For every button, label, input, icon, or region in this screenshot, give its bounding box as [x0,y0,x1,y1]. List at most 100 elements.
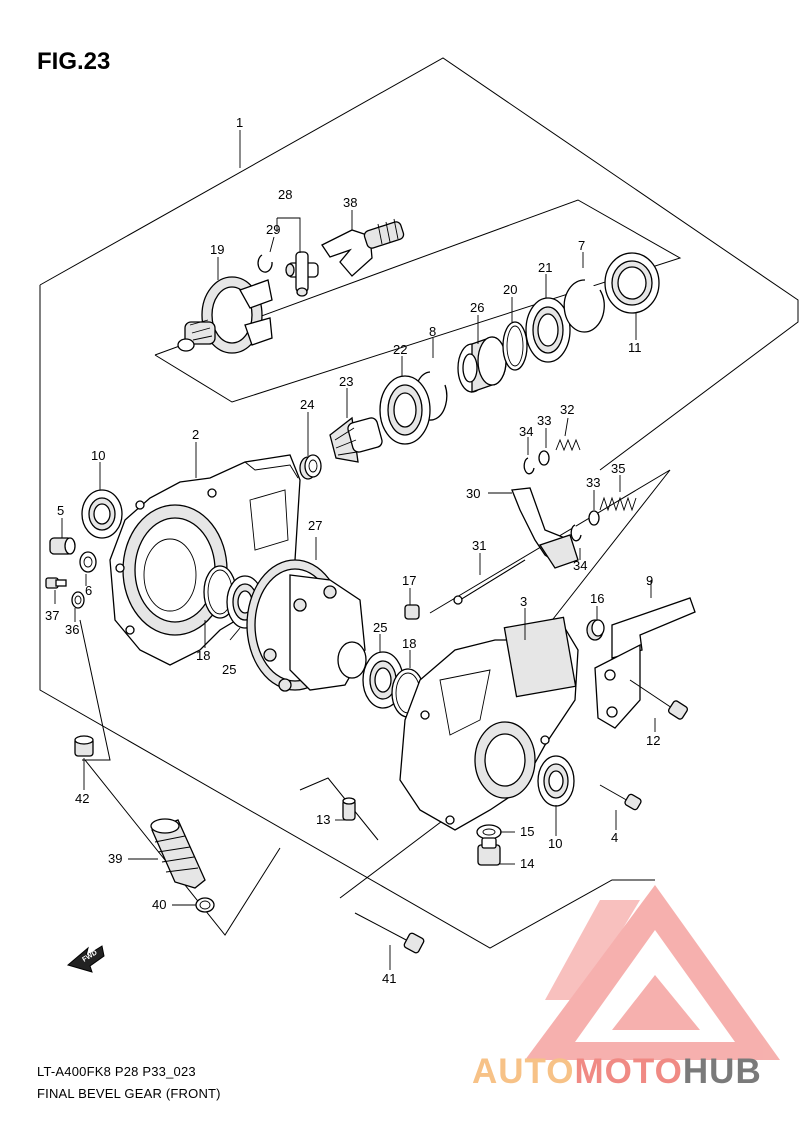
callout-8: 8 [429,324,436,339]
callout-5: 5 [57,503,64,518]
callout-15: 15 [520,824,534,839]
part-21-bearing [525,297,571,363]
part-38-yoke-shaft [321,218,405,277]
boot-lines [84,759,281,936]
callout-29: 29 [266,222,280,237]
callout-25-right: 25 [373,620,387,635]
part-40-clamp [195,897,215,913]
part-10-oil-seal-left [81,489,123,539]
part-4-bolt [599,784,642,811]
callout-9: 9 [646,573,653,588]
callout-23: 23 [339,374,353,389]
callout-18-right: 18 [402,636,416,651]
watermark-logo-icon [525,885,780,1060]
part-33-washer-b [588,510,600,526]
callout-2: 2 [192,427,199,442]
callout-35: 35 [611,461,625,476]
part-26-needle-bearing [457,336,507,393]
assembly-outline-left [39,285,655,949]
callout-33-a: 33 [537,413,551,428]
figure-name: FINAL BEVEL GEAR (FRONT) [37,1086,221,1101]
callout-22: 22 [393,342,407,357]
part-20-ring [502,321,528,371]
part-9-bracket [594,597,696,729]
callout-26: 26 [470,300,484,315]
part-11-oil-seal [604,252,660,314]
part-37-bolt [45,577,67,589]
part-16-plug [586,619,605,641]
callout-numbers: 1 2 3 4 5 6 7 8 9 10 10 11 12 13 14 15 1… [45,115,660,986]
callout-14: 14 [520,856,534,871]
part-32-spring [555,438,581,452]
part-36-washer [71,591,85,609]
callout-10-left: 10 [91,448,105,463]
part-5-plug [49,537,76,555]
assembly-outline [39,57,799,471]
part-2-gear-case-housing [109,454,301,666]
callout-31: 31 [472,538,486,553]
callout-16: 16 [590,591,604,606]
callout-1: 1 [236,115,243,130]
part-28-universal-joint-spider [285,251,319,297]
callout-17: 17 [402,573,416,588]
part-10-oil-seal-right [537,755,575,807]
callout-24: 24 [300,397,314,412]
dowel-box [299,777,379,841]
boot-group-box [79,619,111,761]
part-42-nut [74,735,94,757]
figure-code: LT-A400FK8 P28 P33_023 [37,1064,196,1079]
callout-10-right: 10 [548,836,562,851]
callout-40: 40 [152,897,166,912]
part-31-shift-shaft [453,559,526,605]
part-12-bolt [629,679,689,720]
callout-37: 37 [45,608,59,623]
watermark-text: AUTOMOTOHUB [472,1052,762,1092]
part-23-bevel-pinion-gear [329,416,383,463]
callout-33-b: 33 [586,475,600,490]
callout-27: 27 [308,518,322,533]
part-7-circlip [563,279,605,333]
callout-32: 32 [560,402,574,417]
callout-36: 36 [65,622,79,637]
callout-12: 12 [646,733,660,748]
part-27-ring-gear-differential [246,559,367,692]
part-17-spacer [404,604,420,620]
part-34-clip-a [523,457,535,475]
part-13-dowel-pin [342,797,356,821]
callout-38: 38 [343,195,357,210]
fork-group-box [429,469,671,629]
callout-3: 3 [520,594,527,609]
callout-30: 30 [466,486,480,501]
callout-21: 21 [538,260,552,275]
part-29-circlip [257,254,273,273]
part-15-gasket [476,824,502,840]
callout-18-left: 18 [196,648,210,663]
callout-13: 13 [316,812,330,827]
callout-34-b: 34 [573,558,587,573]
fwd-arrow-icon: FWD [66,945,105,973]
leader-lines [54,130,656,970]
callout-7: 7 [578,238,585,253]
callout-34-a: 34 [519,424,533,439]
part-3-gear-case-housing [399,616,579,831]
part-33-washer-a [538,450,550,466]
watermark-text-moto: MOTO [574,1052,683,1091]
shaft-subassembly-box [154,199,682,403]
callout-25-left: 25 [222,662,236,677]
callout-20: 20 [503,282,517,297]
part-34-clip-b [570,524,582,542]
callout-19: 19 [210,242,224,257]
part-39-boot [150,818,206,889]
callout-41: 41 [382,971,396,986]
callout-4: 4 [611,830,618,845]
part-14-plug [477,837,501,866]
part-41-bolt [354,912,425,954]
part-19-flange-yoke [177,276,273,354]
callout-39: 39 [108,851,122,866]
part-22-bearing [379,375,431,445]
part-35-spring [599,496,637,512]
callout-11: 11 [628,340,642,355]
callout-6: 6 [85,583,92,598]
part-6-gasket [79,551,97,573]
callout-42: 42 [75,791,89,806]
